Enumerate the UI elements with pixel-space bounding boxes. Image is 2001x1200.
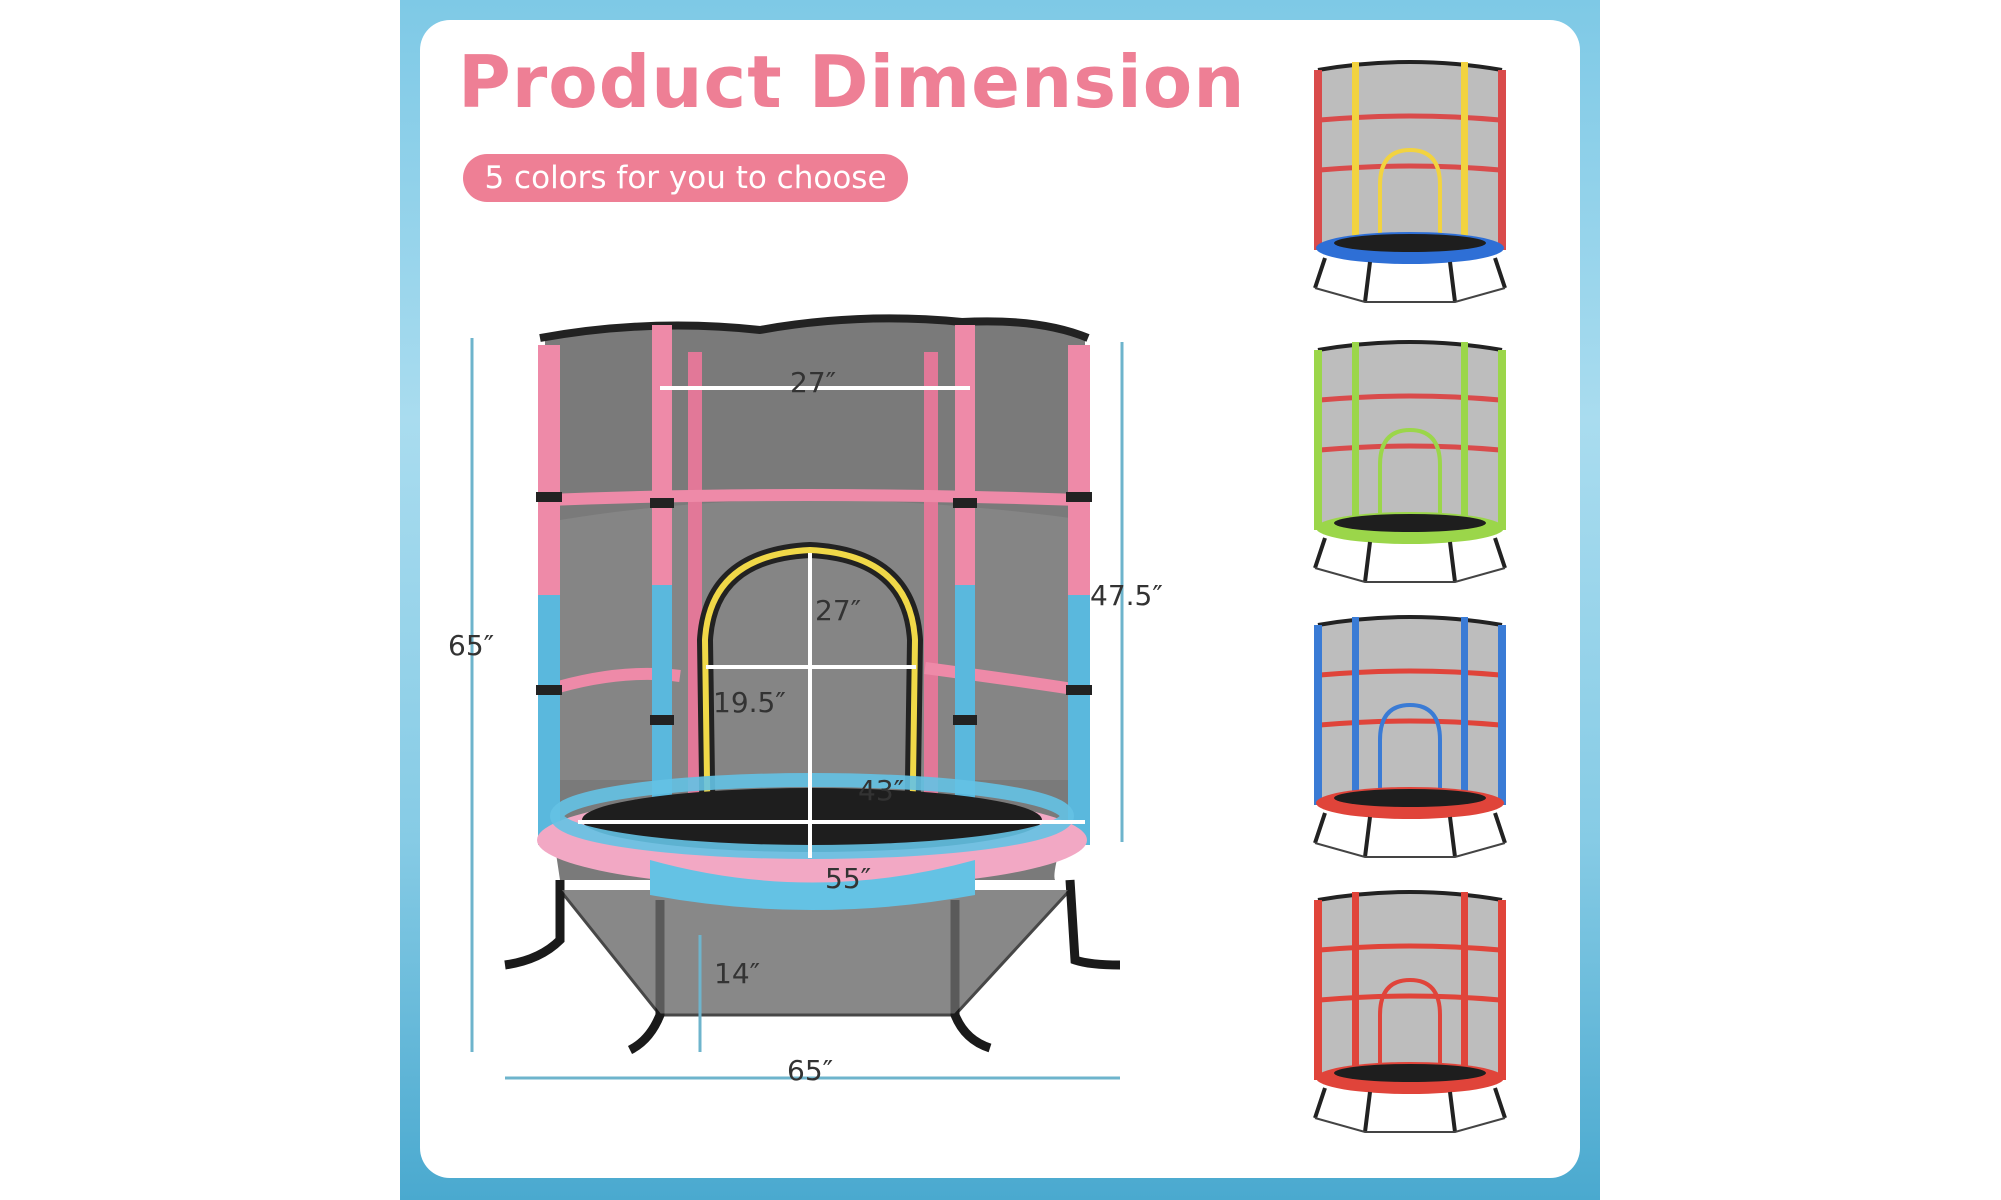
net-shade [560,500,1085,780]
frame-diameter-label: 55″ [825,862,871,895]
door-arch [701,546,919,851]
top-width-label: 27″ [790,366,836,399]
inner-dimension-arrows [578,386,1085,858]
overall-height-label: 65″ [448,629,494,662]
door-width-label: 19.5″ [713,686,786,719]
jump-mat-label: 43″ [858,774,904,807]
base-width-label: 65″ [787,1054,833,1087]
upper-rail [547,489,1081,506]
color-variant-3[interactable] [1300,605,1520,870]
front-pole-bottom [538,595,560,845]
front-pole-top [1068,345,1090,595]
rear-pole [924,352,938,832]
page-title: Product Dimension [458,40,1246,124]
colors-badge: 5 colors for you to choose [463,154,908,202]
front-pole-top [538,345,560,595]
front-pole-top [955,325,975,585]
front-pole-top [652,325,672,585]
door-height-label: 27″ [815,594,861,627]
leg-height-label: 14″ [714,957,760,990]
color-variant-2[interactable] [1300,330,1520,595]
front-pole-bottom [1068,595,1090,845]
enclosure-height-label: 47.5″ [1090,579,1163,612]
lower-net [558,888,1072,1017]
dimension-arrows [470,338,1124,1080]
frame-pad-blue [650,860,975,910]
color-variant-1[interactable] [1300,50,1520,315]
legs [504,879,1121,1055]
pole-clips [536,492,1092,725]
color-variant-4[interactable] [1300,880,1520,1145]
top-rim [539,314,1090,342]
